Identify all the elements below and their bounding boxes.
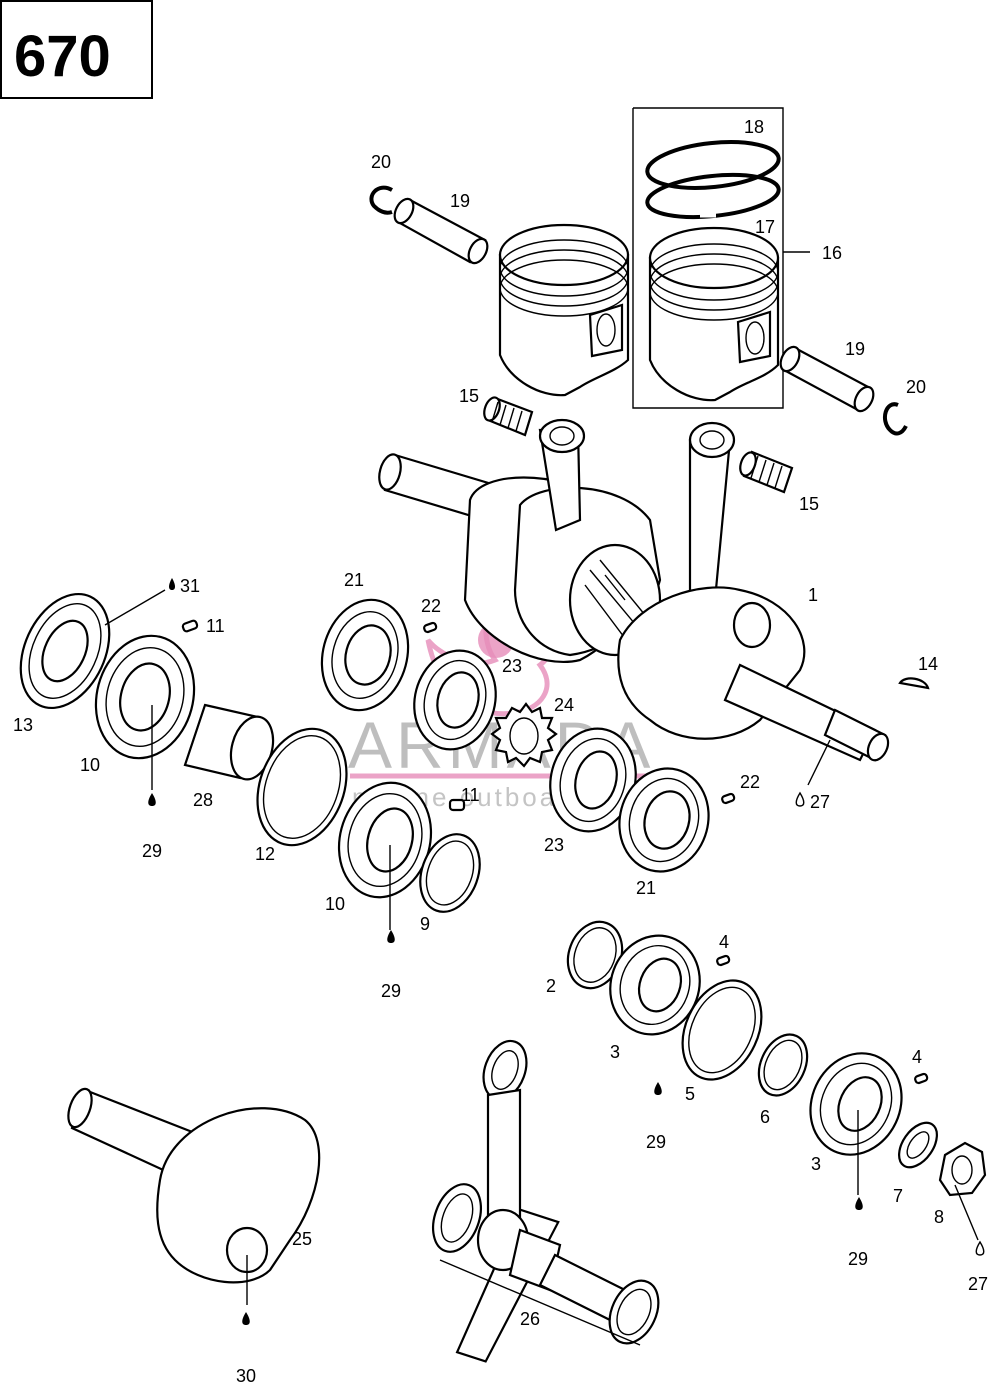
callout-25: 25 — [292, 1229, 312, 1249]
callout-6: 6 — [760, 1107, 770, 1127]
callout-11: 11 — [461, 785, 480, 805]
callout-29: 29 — [848, 1249, 868, 1269]
drop-30 — [242, 1312, 250, 1325]
lube-drops — [148, 578, 985, 1325]
needle-bearing-left — [483, 396, 534, 437]
callout-15: 15 — [799, 494, 819, 514]
diagram-code-label: 670 — [14, 24, 111, 89]
leader-lines — [104, 589, 979, 1305]
callout-29: 29 — [646, 1132, 666, 1152]
seal-13 — [19, 592, 111, 710]
callout-30: 30 — [236, 1366, 256, 1386]
callout-21: 21 — [636, 878, 656, 898]
callout-11: 11 — [206, 616, 225, 636]
callout-29: 29 — [142, 841, 162, 861]
callout-13: 13 — [13, 715, 33, 735]
piston-kit-box — [632, 107, 810, 409]
drop-29c — [654, 1082, 662, 1095]
callout-10: 10 — [80, 755, 100, 775]
connecting-rod-26 — [432, 1039, 660, 1363]
crank-half-25 — [67, 1087, 321, 1284]
circlip-right — [882, 402, 908, 436]
piston-pin-right — [779, 345, 875, 413]
bearing-10-left — [94, 634, 196, 760]
seal-23-right — [549, 727, 637, 833]
callout-23: 23 — [502, 656, 522, 676]
bearing-10-center — [337, 781, 433, 899]
bearing-21-left — [320, 598, 410, 712]
callout-2: 2 — [546, 976, 556, 996]
bearing-3-upper — [609, 934, 701, 1036]
dowel-4-upper — [716, 954, 731, 967]
drop-27b — [975, 1240, 985, 1256]
drop-31 — [169, 578, 175, 590]
callout-31: 31 — [180, 576, 200, 596]
dowel-22-lower — [721, 792, 736, 805]
callout-19: 19 — [845, 339, 865, 359]
callout-15: 15 — [459, 386, 479, 406]
piston-rings — [645, 140, 781, 220]
lock-washer-7 — [898, 1121, 938, 1169]
callout-29: 29 — [381, 981, 401, 1001]
callout-27: 27 — [810, 792, 830, 812]
callout-16: 16 — [822, 243, 842, 263]
callout-14: 14 — [918, 654, 938, 674]
callout-9: 9 — [420, 914, 430, 934]
bearing-3-lower — [809, 1052, 903, 1156]
callout-4: 4 — [912, 1047, 922, 1067]
callout-24: 24 — [554, 695, 574, 715]
seal-23-left — [413, 649, 497, 751]
callout-3: 3 — [811, 1154, 821, 1174]
callout-28: 28 — [193, 790, 213, 810]
callout-12: 12 — [255, 844, 275, 864]
callout-26: 26 — [520, 1309, 540, 1329]
drop-27a — [795, 791, 805, 807]
piston-left — [498, 223, 630, 397]
callout-7: 7 — [893, 1186, 903, 1206]
woodruff-key — [898, 677, 930, 690]
callout-3: 3 — [610, 1042, 620, 1062]
callout-4: 4 — [719, 932, 729, 952]
piston-pin-left — [393, 197, 489, 265]
callout-19: 19 — [450, 191, 470, 211]
callout-20: 20 — [371, 152, 391, 172]
callout-18: 18 — [744, 117, 764, 137]
dowel-22-upper — [423, 621, 438, 634]
callout-21: 21 — [344, 570, 364, 590]
callout-10: 10 — [325, 894, 345, 914]
drop-29b — [387, 930, 395, 943]
dowel-11-upper — [181, 619, 199, 633]
dowel-4-lower — [914, 1072, 929, 1085]
callout-27: 27 — [968, 1274, 988, 1294]
crankshaft-assembly — [378, 418, 890, 762]
drop-29a — [148, 793, 156, 806]
needle-bearing-right — [739, 450, 794, 494]
ring-12 — [256, 727, 348, 847]
circlip-left — [369, 185, 393, 215]
callout-17: 17 — [755, 217, 775, 237]
sleeve-28 — [183, 703, 275, 781]
diagram-code-box: 670 — [0, 0, 153, 99]
nut-8 — [938, 1141, 987, 1197]
callout-20: 20 — [906, 377, 926, 397]
gear-24 — [490, 702, 558, 768]
callout-labels: 1 2 3 3 4 4 5 6 7 8 9 10 10 11 11 12 13 … — [13, 117, 988, 1386]
callout-8: 8 — [934, 1207, 944, 1227]
callout-5: 5 — [685, 1084, 695, 1104]
ring-5 — [681, 979, 763, 1081]
piston-right — [648, 226, 780, 402]
callout-22: 22 — [740, 772, 760, 792]
callout-22: 22 — [421, 596, 441, 616]
callout-1: 1 — [808, 585, 818, 605]
callout-23: 23 — [544, 835, 564, 855]
bearing-21-right — [618, 767, 710, 873]
washer-6 — [757, 1033, 809, 1097]
drop-29d — [855, 1197, 863, 1210]
washer-9 — [419, 833, 481, 913]
dowel-11-lower — [448, 798, 466, 812]
